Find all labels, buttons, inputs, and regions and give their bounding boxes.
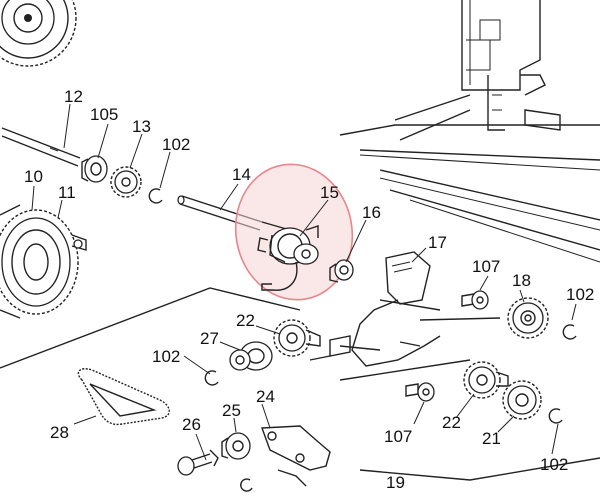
clutch-15-highlight — [234, 163, 354, 301]
support-plate-outline — [0, 287, 600, 481]
screw-107-lower — [405, 382, 435, 402]
callout-19: 19 — [386, 473, 405, 492]
pulley-27 — [229, 341, 273, 371]
callout-102-right: 102 — [566, 285, 595, 304]
e-ring-102-left — [204, 370, 219, 386]
callout-102-left: 102 — [152, 347, 181, 366]
gear-13 — [110, 166, 142, 198]
callout-11: 11 — [58, 183, 76, 202]
callout-16: 16 — [362, 203, 381, 222]
gear-18 — [507, 297, 549, 339]
pulley-25 — [221, 432, 251, 460]
callout-26: 26 — [182, 415, 201, 434]
callout-28: 28 — [50, 423, 69, 442]
callout-10: 10 — [24, 167, 43, 186]
callout-105: 105 — [90, 105, 119, 124]
gear-22-upper — [273, 319, 321, 357]
callout-13: 13 — [132, 117, 151, 136]
callout-15: 15 — [320, 183, 339, 202]
e-ring-102-right — [562, 324, 577, 340]
callout-102-top: 102 — [162, 135, 191, 154]
frame-chassis — [339, 0, 600, 263]
gear-assembly-10-11 — [0, 204, 87, 319]
callout-17: 17 — [428, 233, 447, 252]
callout-14: 14 — [232, 165, 251, 184]
callout-25: 25 — [222, 401, 241, 420]
bracket-24 — [240, 425, 331, 492]
gear-top-left — [0, 0, 77, 67]
callout-27: 27 — [200, 329, 219, 348]
gear-21 — [502, 380, 542, 420]
timing-belt-28 — [77, 368, 170, 426]
callout-21: 21 — [482, 429, 501, 448]
gear-22-lower — [463, 361, 509, 399]
callout-107-top: 107 — [472, 257, 501, 276]
screw-26 — [177, 449, 219, 476]
callout-18: 18 — [512, 271, 531, 290]
e-ring-102-lower-right — [548, 408, 563, 424]
callout-24: 24 — [256, 387, 275, 406]
shaft-12 — [1, 127, 81, 167]
leader-lines — [31, 103, 577, 461]
callout-107-lower: 107 — [384, 427, 413, 446]
bushing-16 — [329, 259, 354, 283]
screw-107-top — [461, 290, 489, 310]
e-ring-102-top — [148, 188, 163, 204]
callout-102-lower-right: 102 — [540, 455, 569, 474]
callout-22-lower: 22 — [442, 413, 461, 432]
bushing-105 — [81, 155, 108, 183]
callout-22-upper: 22 — [236, 311, 255, 330]
callout-12: 12 — [64, 87, 83, 106]
bracket-17 — [329, 251, 501, 367]
